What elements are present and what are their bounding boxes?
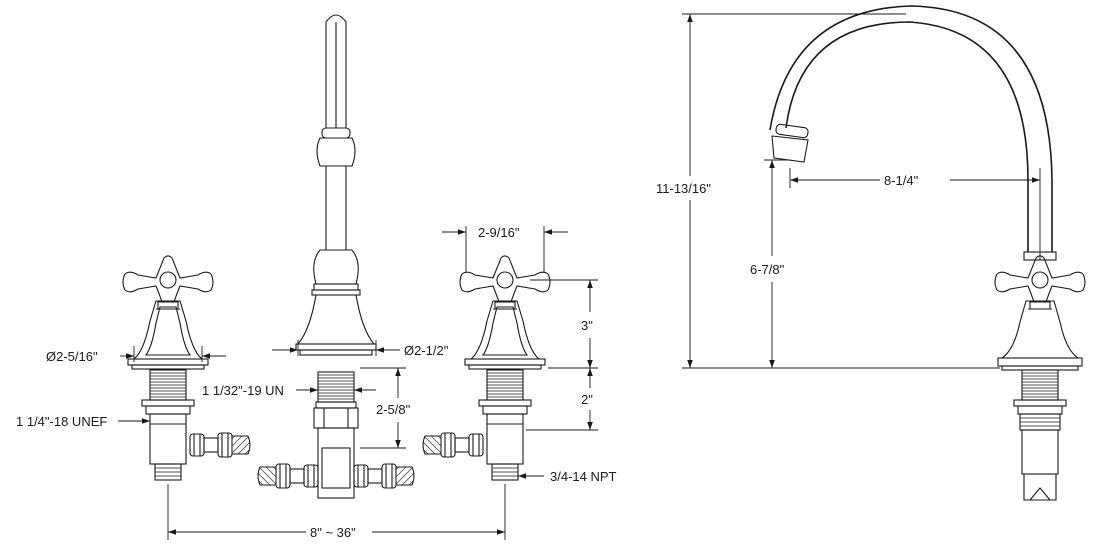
label-handle-height: 3" xyxy=(581,318,593,333)
label-center-spread: 8" ~ 36" xyxy=(310,525,356,540)
label-spout-shank-length: 2-5/8" xyxy=(376,402,411,417)
label-valve-connection: 3/4-14 NPT xyxy=(550,469,617,484)
label-handle-width: 2-9/16" xyxy=(478,225,520,240)
label-handle-shank-thread: 1 1/4"-18 UNEF xyxy=(16,414,107,429)
label-handle-shank-length: 2" xyxy=(581,392,593,407)
dimension-lines xyxy=(118,13,1041,540)
left-handle-assembly xyxy=(122,255,251,481)
label-spout-reach: 8-1/4" xyxy=(884,173,919,188)
right-handle-assembly xyxy=(422,255,551,481)
center-spout-assembly xyxy=(257,14,415,499)
label-spout-total-height: 11-13/16" xyxy=(656,181,711,196)
label-spout-shank-thread: 1 1/32"-19 UN xyxy=(202,383,284,398)
label-handle-escutcheon-diameter: Ø2-5/16" xyxy=(46,349,98,364)
label-spout-clearance-height: 6-7/8" xyxy=(750,262,785,277)
side-view-faucet xyxy=(769,5,1086,501)
label-spout-base-diameter: Ø2-1/2" xyxy=(404,343,449,358)
